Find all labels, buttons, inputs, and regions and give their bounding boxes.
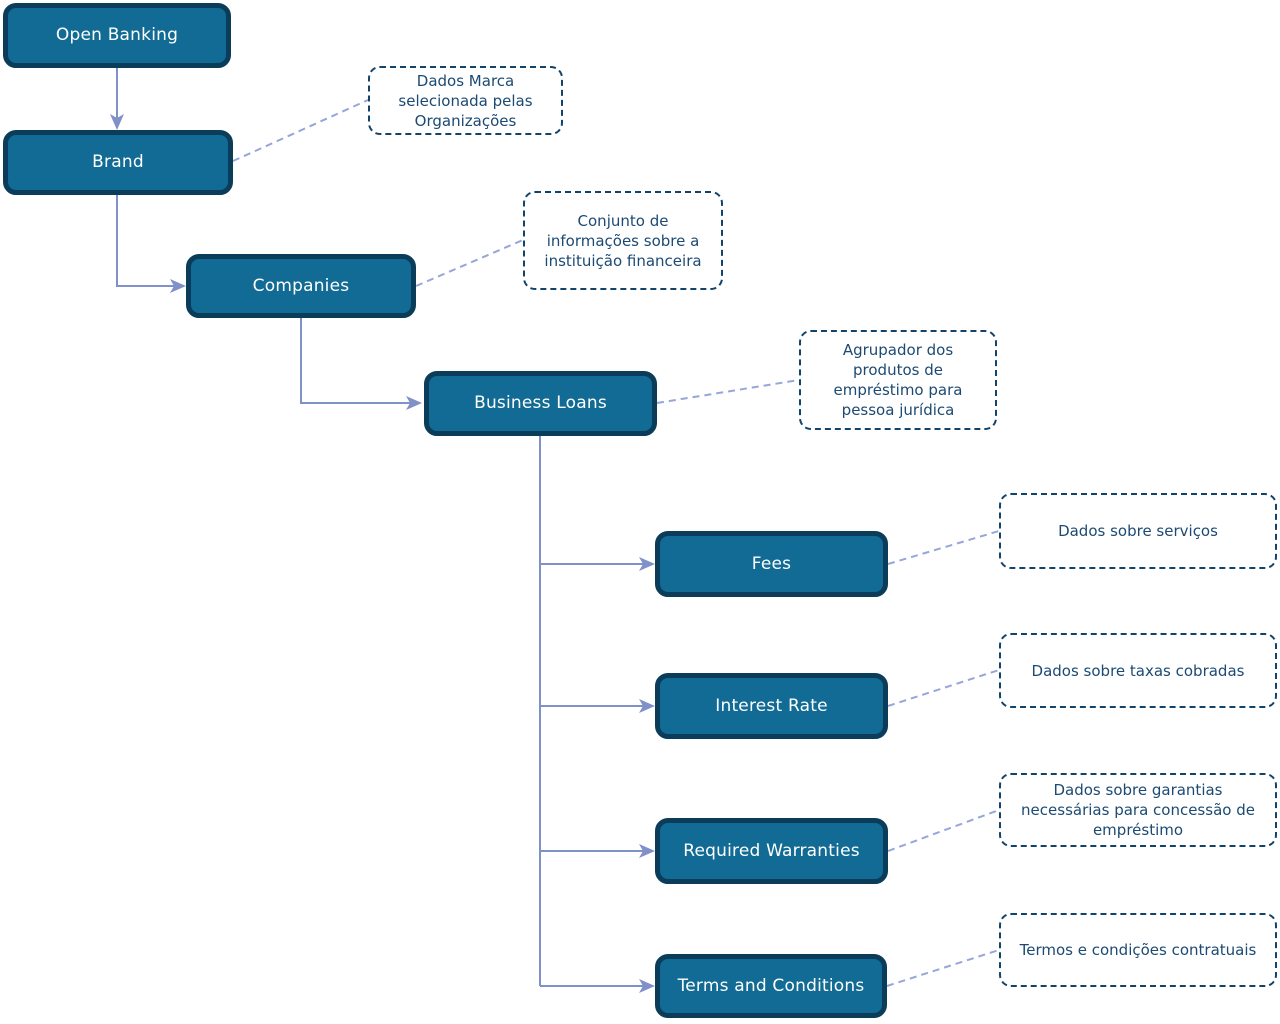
node-open-banking[interactable]: Open Banking bbox=[3, 3, 231, 68]
edge-termsandconditions-to-note bbox=[886, 949, 1000, 987]
node-label: Required Warranties bbox=[683, 840, 860, 861]
note-text: Termos e condições contratuais bbox=[1019, 941, 1257, 959]
node-interest-rate[interactable]: Interest Rate bbox=[655, 673, 888, 739]
node-label: Companies bbox=[252, 275, 350, 296]
edge-brand-to-companies bbox=[116, 195, 186, 293]
edge-fees-to-note bbox=[887, 530, 1000, 565]
node-terms-and-conditions[interactable]: Terms and Conditions bbox=[655, 954, 887, 1018]
node-label: Fees bbox=[751, 553, 792, 574]
node-label: Brand bbox=[92, 152, 144, 173]
node-label: Business Loans bbox=[474, 393, 607, 414]
node-label: Open Banking bbox=[55, 25, 179, 46]
note-text: Dados Marca selecionada pelas Organizaçõ… bbox=[398, 71, 533, 130]
note-text: Dados sobre serviços bbox=[1058, 522, 1218, 540]
edge-brand-to-note bbox=[232, 99, 369, 162]
edge-interestrate-to-note bbox=[887, 669, 1000, 707]
note-text: Agrupador dos produtos de empréstimo par… bbox=[833, 341, 963, 419]
node-label: Interest Rate bbox=[715, 695, 828, 716]
node-required-warranties[interactable]: Required Warranties bbox=[655, 818, 888, 884]
note-interest-rate[interactable]: Dados sobre taxas cobradas bbox=[999, 633, 1277, 708]
edge-businessloans-to-note bbox=[656, 379, 800, 404]
note-text: Conjunto de informações sobre a institui… bbox=[544, 211, 702, 270]
node-business-loans[interactable]: Business Loans bbox=[424, 371, 657, 436]
node-fees[interactable]: Fees bbox=[655, 531, 888, 597]
node-label: Terms and Conditions bbox=[677, 975, 865, 996]
edge-companies-to-businessloans bbox=[300, 318, 422, 410]
note-brand[interactable]: Dados Marca selecionada pelas Organizaçõ… bbox=[368, 66, 563, 135]
note-business-loans[interactable]: Agrupador dos produtos de empréstimo par… bbox=[799, 330, 997, 430]
edge-requiredwarranties-to-note bbox=[887, 809, 1000, 852]
note-required-warranties[interactable]: Dados sobre garantias necessárias para c… bbox=[999, 773, 1277, 847]
note-fees[interactable]: Dados sobre serviços bbox=[999, 493, 1277, 569]
node-brand[interactable]: Brand bbox=[3, 130, 233, 195]
node-companies[interactable]: Companies bbox=[186, 254, 416, 318]
note-text: Dados sobre garantias necessárias para c… bbox=[1021, 781, 1255, 839]
note-text: Dados sobre taxas cobradas bbox=[1031, 661, 1245, 680]
note-companies[interactable]: Conjunto de informações sobre a institui… bbox=[523, 191, 723, 290]
note-terms-and-conditions[interactable]: Termos e condições contratuais bbox=[999, 913, 1277, 987]
edge-companies-to-note bbox=[415, 239, 524, 287]
